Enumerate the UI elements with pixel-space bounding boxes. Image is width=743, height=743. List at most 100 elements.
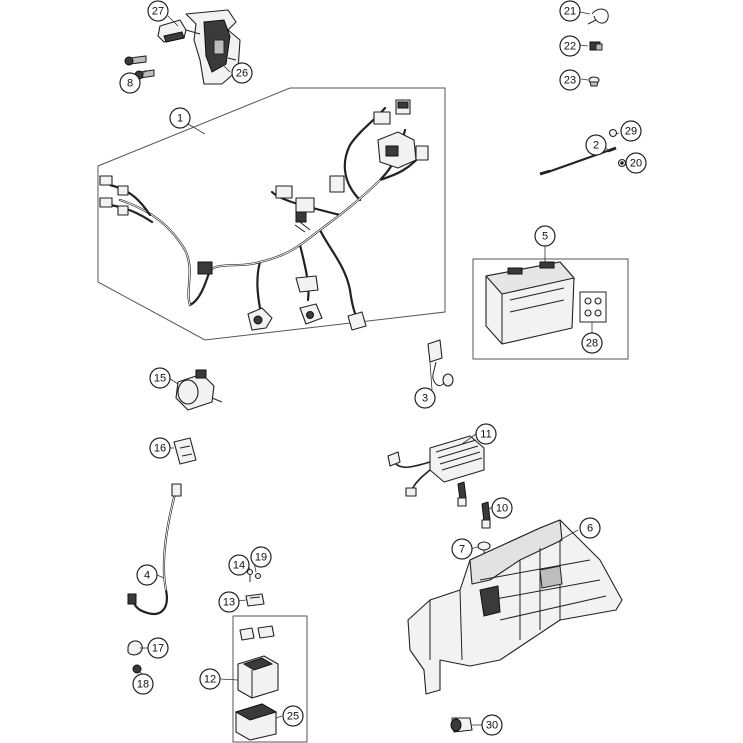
- callout-circle: [231, 62, 253, 84]
- wiring-harness-group-box: [97, 87, 446, 341]
- callout-14: 14: [228, 554, 250, 576]
- callout-number: 21: [564, 6, 576, 18]
- callout-circle: [581, 332, 603, 354]
- callout-circle: [559, 69, 581, 91]
- callout-22: 22: [559, 35, 581, 57]
- callout-circle: [147, 0, 169, 22]
- callout-number: 6: [587, 523, 593, 535]
- callout-5: 5: [534, 225, 556, 247]
- part-28-screws: [579, 291, 607, 323]
- part-1-wiring-harness: [99, 99, 429, 331]
- callout-number: 1: [177, 113, 183, 125]
- callout-number: 3: [422, 393, 428, 405]
- part-5-battery: [485, 261, 575, 345]
- callout-circle: [132, 673, 154, 695]
- callout-17: 17: [147, 637, 169, 659]
- callout-3: 3: [414, 387, 436, 409]
- part-3-sensor: [427, 339, 454, 387]
- callout-19: 19: [250, 546, 272, 568]
- callout-circle: [136, 564, 158, 586]
- callout-circle: [451, 538, 473, 560]
- part-2-cable: [539, 146, 617, 176]
- callout-number: 13: [223, 597, 235, 609]
- callout-26: 26: [231, 62, 253, 84]
- callout-number: 29: [625, 126, 637, 138]
- callout-number: 22: [564, 41, 576, 53]
- part-27-switch: [157, 19, 187, 43]
- part-16-connector: [173, 437, 197, 465]
- callout-number: 18: [137, 679, 149, 691]
- callout-number: 30: [486, 720, 498, 732]
- part-4-cable: [127, 483, 182, 615]
- callout-11: 11: [475, 423, 497, 445]
- callout-10: 10: [491, 497, 513, 519]
- part-12-relay-set: [237, 625, 279, 699]
- callout-number: 4: [144, 570, 150, 582]
- part-15-relay: [175, 369, 223, 411]
- callout-circle: [199, 668, 221, 690]
- battery-group-box: [472, 258, 629, 360]
- callout-circle: [218, 591, 240, 613]
- callout-circle: [559, 0, 581, 22]
- part-6-tray: [407, 519, 623, 695]
- callout-number: 20: [630, 158, 642, 170]
- callout-number: 16: [154, 443, 166, 455]
- callout-circle: [585, 134, 607, 156]
- callout-number: 23: [564, 75, 576, 87]
- part-18-nut: [132, 664, 142, 674]
- callout-circle: [475, 423, 497, 445]
- callout-circle: [169, 107, 191, 129]
- callout-number: 15: [154, 373, 166, 385]
- callout-circle: [414, 387, 436, 409]
- callout-number: 11: [480, 429, 491, 441]
- callout-circle: [559, 35, 581, 57]
- relay-group-box: [232, 615, 308, 743]
- callout-number: 25: [287, 711, 299, 723]
- callout-number: 26: [236, 68, 248, 80]
- part-14-screw: [246, 568, 254, 582]
- part-19-nut: [254, 572, 262, 580]
- callout-16: 16: [149, 437, 171, 459]
- part-22-clip: [589, 41, 603, 51]
- callout-23: 23: [559, 69, 581, 91]
- callout-number: 17: [152, 643, 164, 655]
- callout-8: 8: [119, 72, 141, 94]
- part-20-washer: [617, 158, 627, 168]
- callout-circle: [625, 152, 647, 174]
- callout-circle: [149, 367, 171, 389]
- part-30-bolt: [450, 717, 473, 733]
- callout-25: 25: [282, 705, 304, 727]
- callout-circle: [534, 225, 556, 247]
- callout-15: 15: [149, 367, 171, 389]
- callout-number: 5: [542, 231, 548, 243]
- callout-number: 8: [127, 78, 133, 90]
- callout-number: 10: [496, 503, 508, 515]
- callout-1: 1: [169, 107, 191, 129]
- part-26-bracket: [185, 9, 241, 85]
- part-25-cover: [234, 703, 278, 741]
- part-11-regulator: [387, 435, 485, 497]
- callout-circle: [228, 554, 250, 576]
- callout-circle: [481, 714, 503, 736]
- callout-number: 12: [204, 674, 216, 686]
- callout-28: 28: [581, 332, 603, 354]
- callout-30: 30: [481, 714, 503, 736]
- callout-6: 6: [579, 517, 601, 539]
- callout-12: 12: [199, 668, 221, 690]
- callout-number: 7: [459, 544, 465, 556]
- callout-circle: [149, 437, 171, 459]
- callout-circle: [250, 546, 272, 568]
- callout-4: 4: [136, 564, 158, 586]
- part-29-nut: [608, 128, 618, 138]
- callout-circle: [620, 120, 642, 142]
- callout-number: 27: [152, 6, 164, 18]
- callout-circle: [282, 705, 304, 727]
- callout-27: 27: [147, 0, 169, 22]
- part-10-sensor: [457, 481, 491, 529]
- callout-circle: [491, 497, 513, 519]
- callout-20: 20: [625, 152, 647, 174]
- callout-29: 29: [620, 120, 642, 142]
- callout-21: 21: [559, 0, 581, 22]
- part-13-rubber-mount: [245, 593, 265, 607]
